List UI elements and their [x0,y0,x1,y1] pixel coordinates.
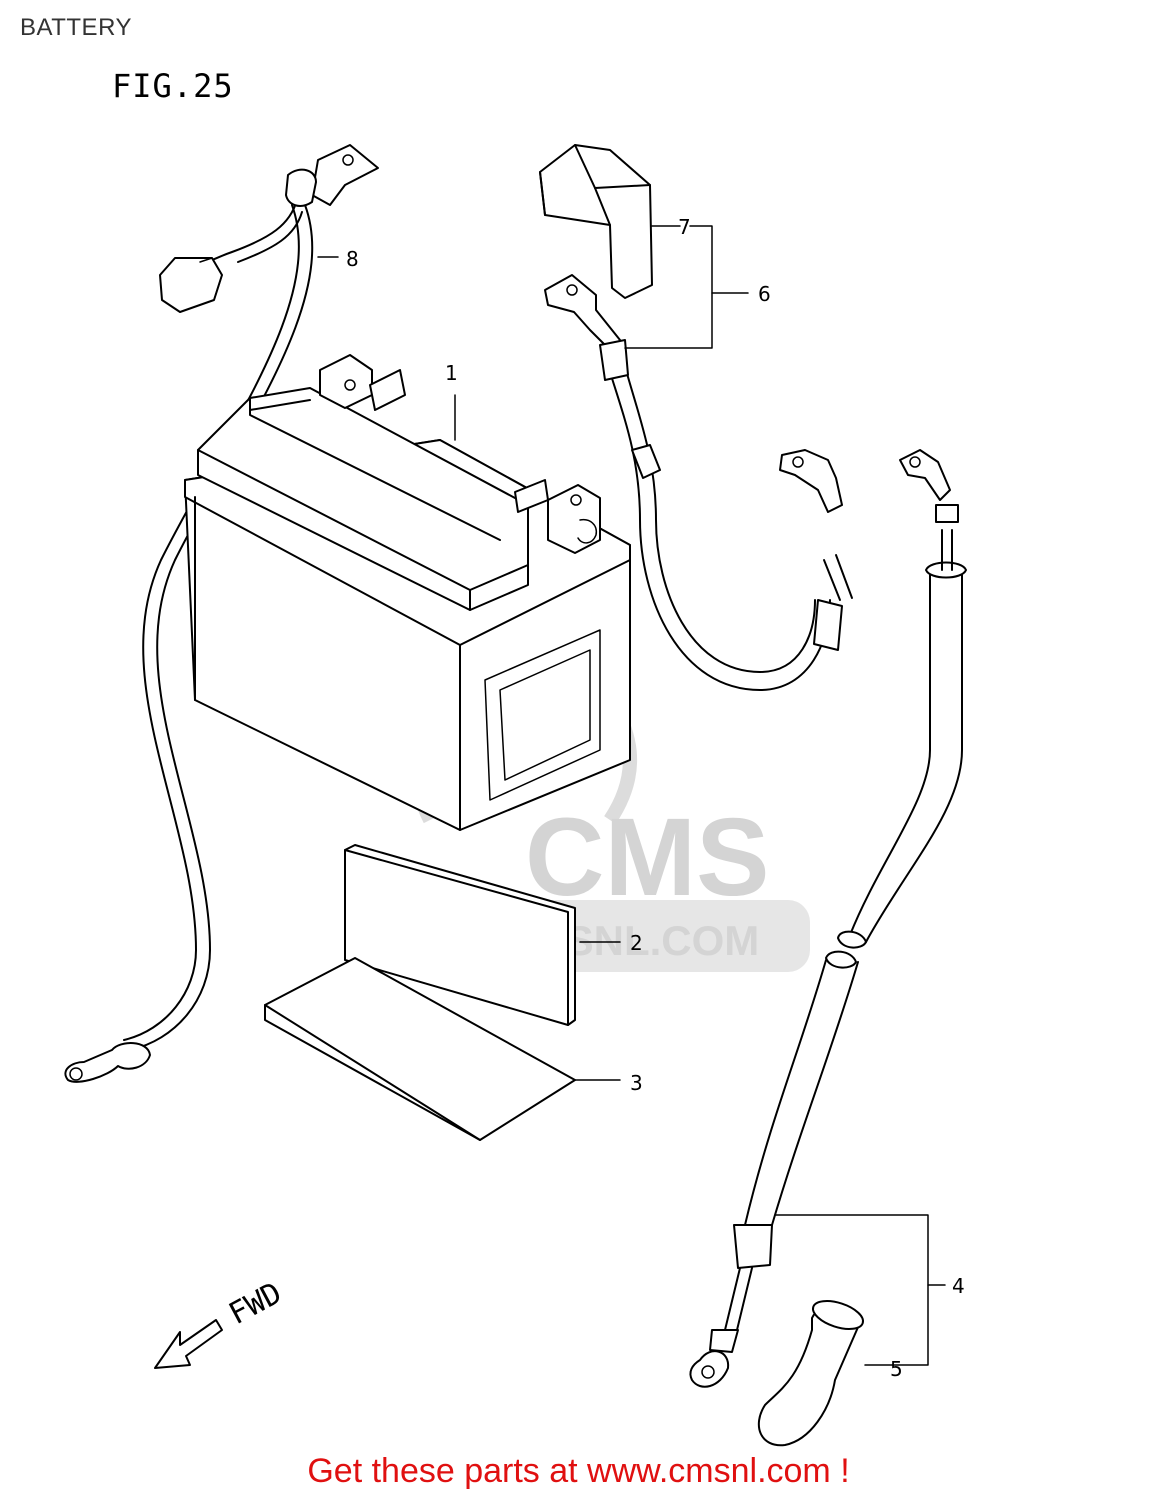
ground-lead [64,144,379,1083]
ground-lead-bracket [311,144,379,206]
ground-lead-connector [159,257,223,313]
callout-2: 2 [630,931,643,955]
battery-pad [344,844,621,1026]
fwd-label: FWD [223,1276,287,1332]
callout-7: 7 [678,215,691,239]
terminal-cover [539,144,653,299]
page-title: BATTERY [20,14,132,41]
forward-arrow [154,1319,223,1369]
watermark-brand: CMS [525,796,769,919]
battery-terminal-positive [547,484,601,554]
battery-tray [264,957,621,1141]
starter-lead [689,449,967,1447]
callout-6: 6 [758,282,771,306]
callout-8: 8 [346,247,359,271]
battery [184,354,631,831]
positive-lead [539,144,853,691]
callout-5: 5 [890,1357,903,1381]
callout-4: 4 [952,1274,965,1298]
callout-1: 1 [445,361,458,385]
callout-3: 3 [630,1071,643,1095]
figure-label: FIG.25 [112,67,234,105]
footer-link[interactable]: Get these parts at www.cmsnl.com ! [307,1452,850,1490]
